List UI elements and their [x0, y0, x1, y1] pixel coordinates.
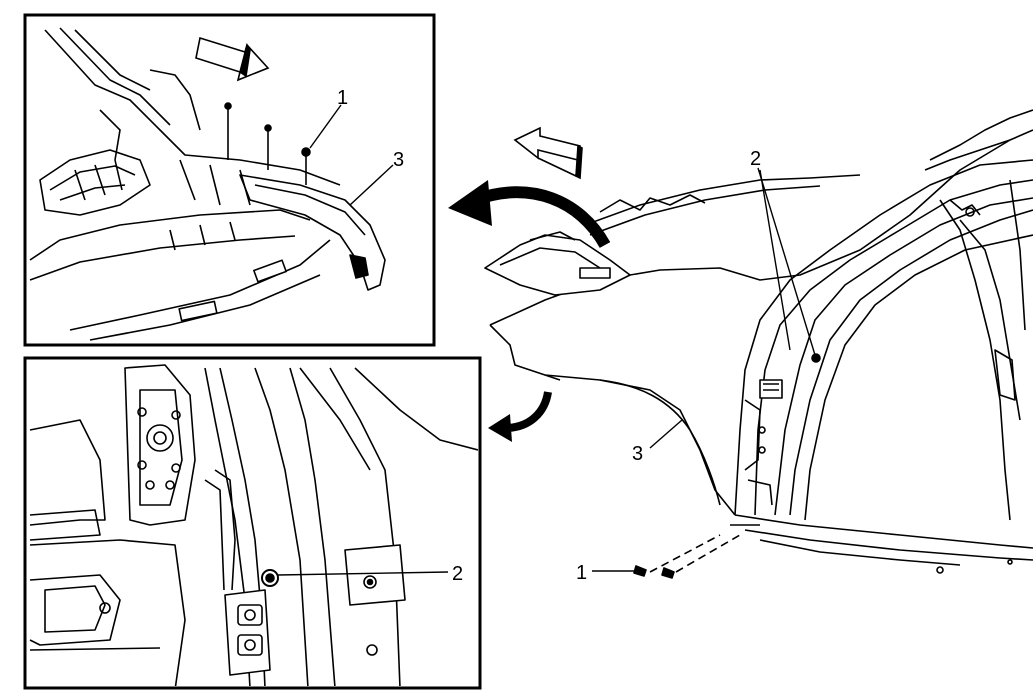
callout-upper-bolt-main: 2 — [750, 148, 761, 170]
removal-arrow-lower-icon — [488, 391, 552, 442]
direction-arrow-icon — [195, 36, 270, 82]
bottom-inset-panel: 2 — [23, 356, 482, 690]
removal-arrow-upper-icon — [448, 180, 611, 249]
top-inset-panel: 1 3 — [23, 13, 436, 347]
callout-bolt-bottom: 2 — [452, 563, 463, 585]
callout-lower-bolts-main: 1 — [576, 562, 587, 584]
callout-bolt-top: 1 — [337, 87, 348, 109]
direction-arrow-main-icon — [513, 126, 583, 180]
callout-fender-main: 3 — [632, 443, 643, 465]
main-vehicle-view — [484, 109, 1033, 579]
callout-fender-top: 3 — [393, 149, 404, 171]
